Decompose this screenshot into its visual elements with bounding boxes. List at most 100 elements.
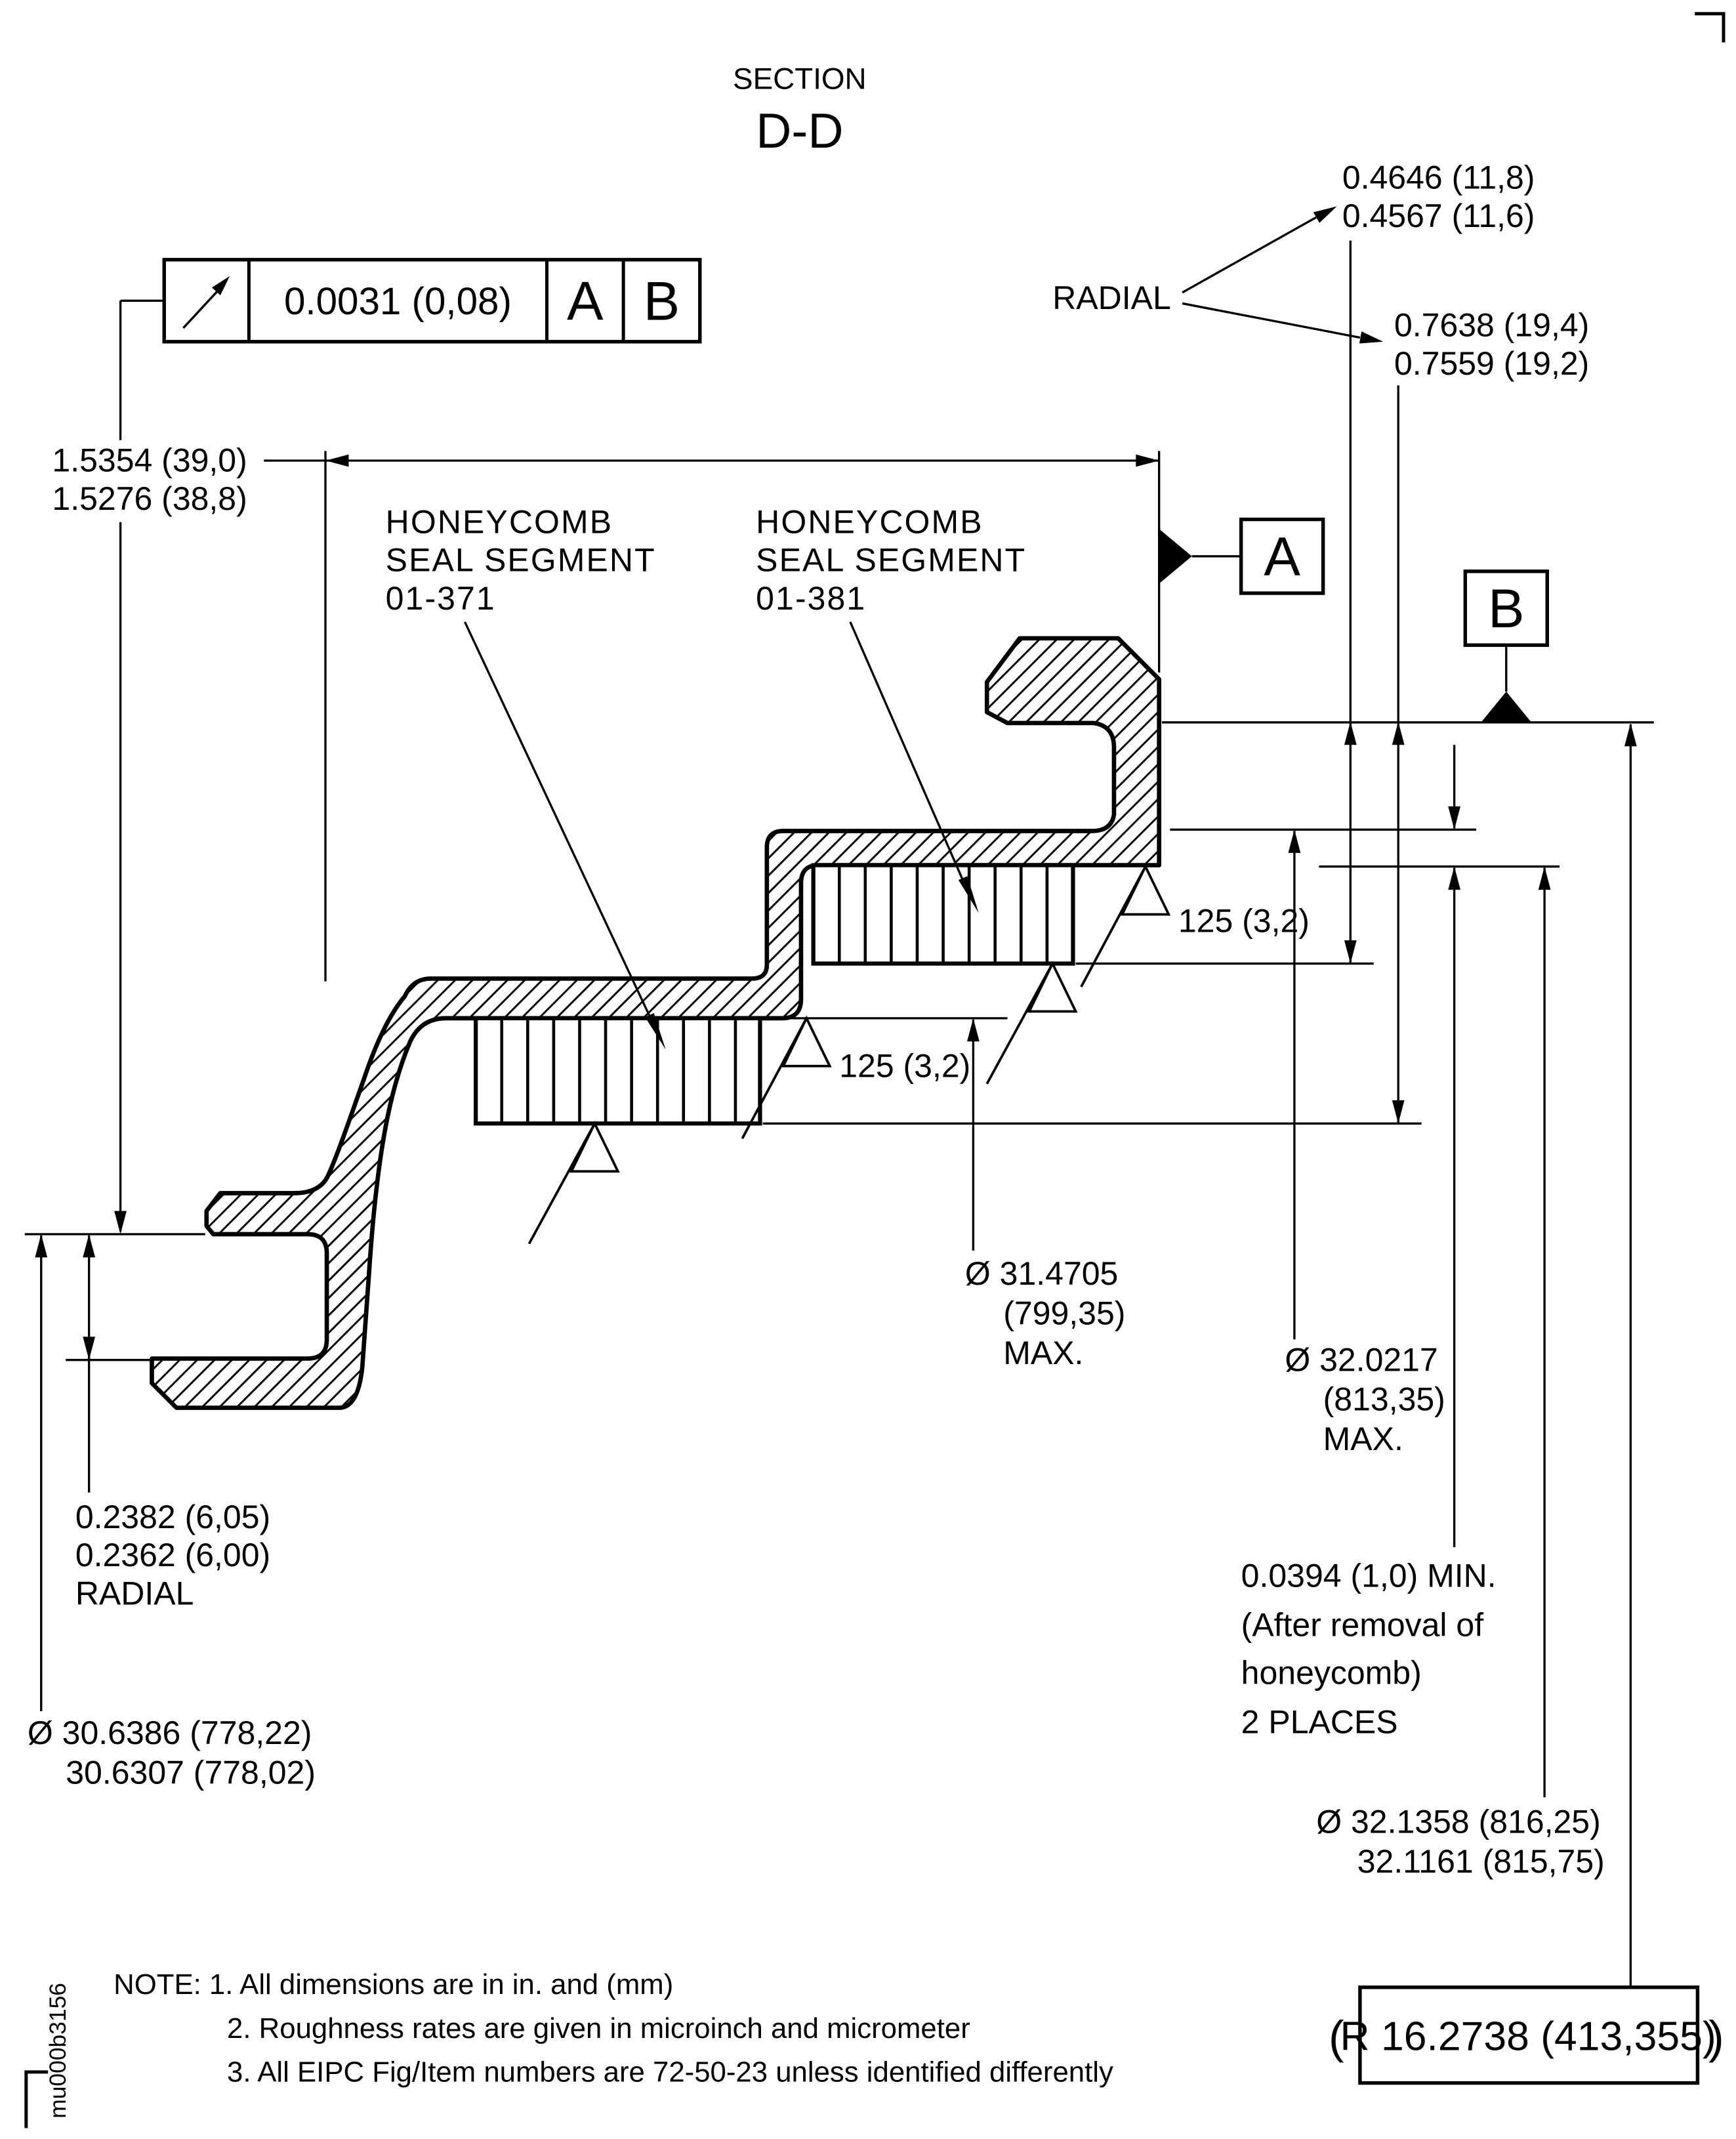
arrow-width-left [325, 454, 349, 467]
roughness-callout-2: 125 (3,2) [741, 1015, 970, 1140]
dia-31-4705-line3: MAX. [1003, 1335, 1083, 1371]
arrow-leader-381 [958, 876, 979, 913]
arrow-dia32-1358-up [1538, 866, 1551, 890]
arrowheads [35, 206, 1637, 1360]
leader-radial-lower [1182, 302, 1361, 339]
leader-radial-upper [1182, 216, 1317, 294]
seg371-line1: HONEYCOMB [386, 503, 613, 540]
seg381-line3: 01-381 [756, 580, 866, 617]
dimension-lines [40, 216, 1632, 1987]
honeycomb-371-body [474, 1016, 762, 1126]
min-wall-line2: (After removal of [1241, 1606, 1484, 1643]
part-cross-section [150, 636, 1162, 1410]
roughness-3-triangle [781, 1015, 832, 1068]
datum-b-triangle [1481, 692, 1531, 722]
arrow-dia32-0217-up [1288, 829, 1301, 853]
radial-lower-line2: 0.7559 (19,2) [1394, 345, 1589, 382]
reference-radius-callout: ( R 16.2738 (413,355) ) [1329, 1985, 1724, 2085]
dia-32-0217-line2: (813,35) [1323, 1381, 1445, 1418]
extension-lines [24, 451, 1654, 1361]
datum-a-label: A [1264, 526, 1300, 587]
honeycomb-seal-segment-371 [474, 1016, 762, 1126]
seg381-line1: HONEYCOMB [756, 503, 983, 540]
roughness-2-value: 125 (3,2) [839, 1047, 970, 1084]
width-dim-line1: 1.5354 (39,0) [52, 442, 247, 479]
arrow-leader-371 [645, 1012, 666, 1050]
radial-upper-line1: 0.4646 (11,8) [1342, 159, 1535, 196]
arrow-min-wall-down [1448, 806, 1461, 830]
notes-block: NOTE: 1. All dimensions are in in. and (… [114, 1968, 1113, 2088]
ref-radius-value: R 16.2738 (413,355) [1340, 2014, 1716, 2060]
arrow-0-4646-down [1344, 940, 1357, 964]
ref-radius-close-paren: ) [1708, 2012, 1724, 2064]
seg371-line2: SEAL SEGMENT [386, 542, 656, 579]
corner-mark-bottom-left [24, 2070, 49, 2129]
dia-31-4705-line2: (799,35) [1003, 1295, 1125, 1331]
roughness-4-triangle [569, 1120, 620, 1173]
min-wall-line1: 0.0394 (1,0) MIN. [1241, 1557, 1497, 1594]
dia-32-0217-line1: Ø 32.0217 [1285, 1341, 1437, 1378]
note-line2: 2. Roughness rates are given in microinc… [227, 2012, 970, 2045]
ref-radius-open-paren: ( [1329, 2012, 1344, 2064]
corner-mark-top-right [1695, 12, 1726, 43]
radial-0238-line3: RADIAL [75, 1575, 194, 1612]
min-wall-line3: honeycomb) [1241, 1654, 1422, 1691]
roughness-1-triangle [1120, 863, 1171, 916]
roughness-mark-honeycomb-381 [985, 961, 1078, 1085]
note-line1: NOTE: 1. All dimensions are in in. and (… [114, 1968, 673, 2001]
roughness-callout-1: 125 (3,2) [1080, 863, 1310, 987]
arrow-radial-upper [1313, 206, 1337, 223]
radial-0238-line1: 0.2382 (6,05) [75, 1499, 270, 1535]
arrow-dia31-4705-up [967, 1018, 980, 1042]
fcf-tolerance-value: 0.0031 (0,08) [284, 280, 512, 323]
note-line3: 3. All EIPC Fig/Item numbers are 72-50-2… [227, 2056, 1113, 2088]
dia-32-1358-line1: Ø 32.1358 (816,25) [1316, 1803, 1601, 1840]
arrow-0-7638-up [1392, 721, 1405, 745]
arrow-0238-down [83, 1337, 96, 1360]
arrow-min-wall-up [1448, 866, 1461, 890]
fcf-datum-b: B [644, 270, 680, 331]
roughness-2-triangle [1027, 961, 1078, 1013]
radial-upper-line2: 0.4567 (11,6) [1342, 197, 1535, 234]
roughness-mark-honeycomb-371 [527, 1120, 620, 1245]
arrow-width-right [1136, 454, 1159, 467]
seg371-line3: 01-371 [386, 580, 496, 617]
datum-a-triangle [1159, 529, 1192, 584]
circular-runout-icon [182, 276, 230, 329]
arrow-runout-down [114, 1211, 127, 1235]
datum-b-box [1463, 570, 1549, 647]
document-id: mu000b3156 [45, 1983, 71, 2119]
honeycomb-seal-segment-381 [811, 863, 1075, 966]
dia-32-0217-line3: MAX. [1323, 1421, 1403, 1457]
radial-lower-line1: 0.7638 (19,4) [1394, 306, 1589, 343]
leader-segment-371 [463, 621, 651, 1016]
dia-30-6386-line2: 30.6307 (778,02) [66, 1754, 316, 1791]
feature-control-frame: 0.0031 (0,08) A B [162, 258, 702, 344]
min-wall-line4: 2 PLACES [1241, 1703, 1398, 1740]
arrow-ref-radius-up [1624, 722, 1637, 747]
arrow-radial-lower [1359, 331, 1384, 344]
seg381-line2: SEAL SEGMENT [756, 542, 1026, 579]
roughness-1-value: 125 (3,2) [1178, 903, 1310, 940]
datum-b-label: B [1488, 578, 1525, 639]
fcf-border [162, 258, 702, 344]
section-title: SECTION [733, 62, 867, 95]
datum-feature-a: A [1159, 517, 1325, 595]
arrow-0238-up [83, 1234, 96, 1258]
radial-0238-line2: 0.2362 (6,00) [75, 1537, 270, 1573]
radial-label: RADIAL [1052, 280, 1171, 316]
honeycomb-381-cells [837, 865, 1049, 964]
dia-32-1358-line2: 32.1161 (815,75) [1357, 1843, 1605, 1880]
surface-roughness-symbols: 125 (3,2) 125 (3,2) [527, 863, 1310, 1245]
dimension-texts: 0.4646 (11,8) 0.4567 (11,6) RADIAL 0.763… [28, 159, 1605, 1879]
ref-radius-box [1358, 1985, 1700, 2085]
fcf-datum-a: A [567, 270, 604, 331]
leader-segment-381 [849, 621, 964, 880]
arrow-0-4646-up [1344, 721, 1357, 745]
dia-31-4705-line1: Ø 31.4705 [965, 1255, 1118, 1292]
width-dim-line2: 1.5276 (38,8) [52, 480, 247, 517]
view-label: D-D [756, 103, 843, 158]
